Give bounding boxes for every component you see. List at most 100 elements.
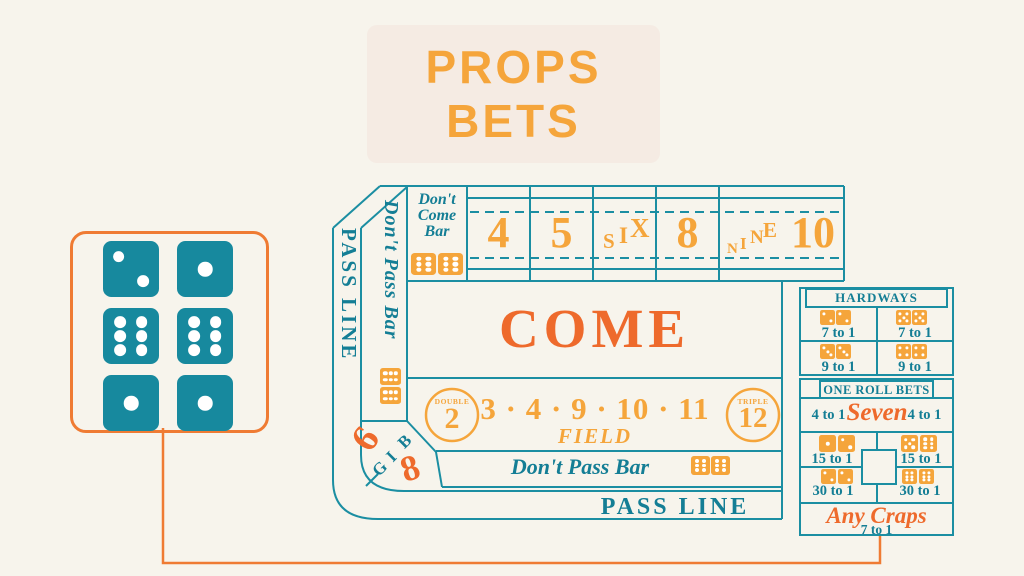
- hardways-die: [912, 344, 927, 359]
- field-double-number: 2: [444, 402, 460, 435]
- hardways-odds: 9 to 1: [898, 359, 932, 375]
- die-pip: [393, 396, 398, 401]
- seven-label: Seven: [846, 399, 908, 426]
- die-pip: [416, 256, 422, 261]
- die-pip: [137, 275, 150, 288]
- die-pip: [929, 437, 934, 442]
- die-pip: [929, 445, 934, 450]
- seven-left-odds: 4 to 1: [811, 407, 846, 423]
- point-number-4: 4: [487, 208, 510, 257]
- pass-line-left-label: PASS LINE: [337, 228, 361, 362]
- die-pip: [905, 319, 909, 323]
- die-pip: [416, 261, 422, 267]
- point-number-six-x: X: [630, 213, 650, 243]
- die-pip: [911, 437, 916, 442]
- die-pip: [114, 316, 127, 328]
- hardways-die: [820, 310, 835, 325]
- title-line-1: PROPS: [425, 41, 602, 93]
- die-pip: [847, 478, 851, 482]
- dont-pass-side-die: [380, 387, 401, 404]
- die-pip: [694, 458, 699, 463]
- die-pip: [722, 458, 727, 463]
- die-pip: [425, 256, 431, 261]
- die-pip: [927, 471, 931, 475]
- die-pip: [898, 312, 902, 316]
- dont-pass-bar-bottom-die: [691, 456, 710, 475]
- die-pip: [452, 267, 458, 272]
- die-pip: [714, 458, 719, 463]
- center-chip-square: [861, 449, 897, 485]
- die-pip: [903, 437, 908, 442]
- die-pip: [923, 445, 928, 450]
- die-pip: [929, 441, 934, 446]
- hardways-die: [836, 310, 851, 325]
- die-pip: [922, 478, 926, 482]
- title-line-2: BETS: [446, 95, 581, 147]
- dice-legend-box: [70, 231, 269, 433]
- hardways-die: [820, 344, 835, 359]
- any-craps-odds: 7 to 1: [860, 522, 893, 537]
- die-pip: [114, 344, 127, 356]
- die-pip: [911, 445, 916, 450]
- field-numbers: 3 · 4 · 9 · 10 · 11: [480, 391, 710, 426]
- pass-line-bottom-label: PASS LINE: [600, 494, 750, 520]
- die-pip: [917, 315, 922, 320]
- die-pip: [702, 463, 707, 468]
- dont-come-bar-die: [438, 253, 463, 275]
- hardways-die: [896, 310, 911, 325]
- die-pip: [905, 474, 909, 479]
- one-roll-die: [819, 435, 836, 452]
- die-pip: [905, 471, 909, 475]
- die-pip: [901, 315, 906, 320]
- seven-right-odds: 4 to 1: [907, 407, 942, 423]
- one-roll-odds: 30 to 1: [812, 483, 854, 499]
- die-pip: [927, 474, 931, 479]
- die-pip: [702, 468, 707, 473]
- die-pip: [840, 471, 844, 475]
- legend-die: [103, 308, 159, 364]
- field-label: FIELD: [557, 424, 633, 448]
- die-pip: [830, 478, 834, 482]
- die-pip: [840, 437, 845, 442]
- die-pip: [383, 371, 388, 376]
- die-pip: [188, 330, 201, 342]
- hardways-die: [836, 344, 851, 359]
- die-pip: [383, 377, 388, 382]
- die-pip: [921, 353, 925, 357]
- one-roll-die: [901, 435, 918, 452]
- dont-pass-bar-bottom-label: Don't Pass Bar: [510, 454, 650, 479]
- die-pip: [388, 371, 393, 376]
- dont-come-bar-line1: Don't: [418, 191, 456, 208]
- die-pip: [823, 471, 827, 475]
- die-pip: [914, 353, 918, 357]
- die-pip: [135, 330, 148, 342]
- die-pip: [702, 458, 707, 463]
- die-pip: [914, 346, 918, 350]
- die-pip: [425, 261, 431, 267]
- die-pip: [845, 319, 849, 323]
- one-roll-die: [920, 435, 937, 452]
- die-pip: [910, 471, 914, 475]
- die-pip: [922, 471, 926, 475]
- double-2-circle: [424, 387, 480, 443]
- point-number-nine-i: I: [740, 234, 747, 253]
- one-roll-odds: 15 to 1: [811, 451, 853, 467]
- die-pip: [841, 349, 846, 354]
- die-pip: [898, 346, 902, 350]
- die-pip: [188, 316, 201, 328]
- hardways-die: [896, 344, 911, 359]
- die-pip: [383, 396, 388, 401]
- die-pip: [822, 312, 826, 316]
- hardways-odds: 9 to 1: [821, 359, 856, 375]
- dont-pass-bar-left-label: Don't Pass Bar: [380, 200, 402, 340]
- die-pip: [905, 353, 909, 357]
- any-craps-label: Any Craps: [826, 503, 927, 528]
- die-pip: [910, 474, 914, 479]
- hardways-odds: 7 to 1: [821, 325, 856, 341]
- die-pip: [722, 468, 727, 473]
- die-pip: [825, 349, 830, 354]
- one-roll-die: [902, 469, 917, 484]
- come-label: COME: [498, 298, 691, 359]
- die-pip: [416, 267, 422, 272]
- die-pip: [694, 463, 699, 468]
